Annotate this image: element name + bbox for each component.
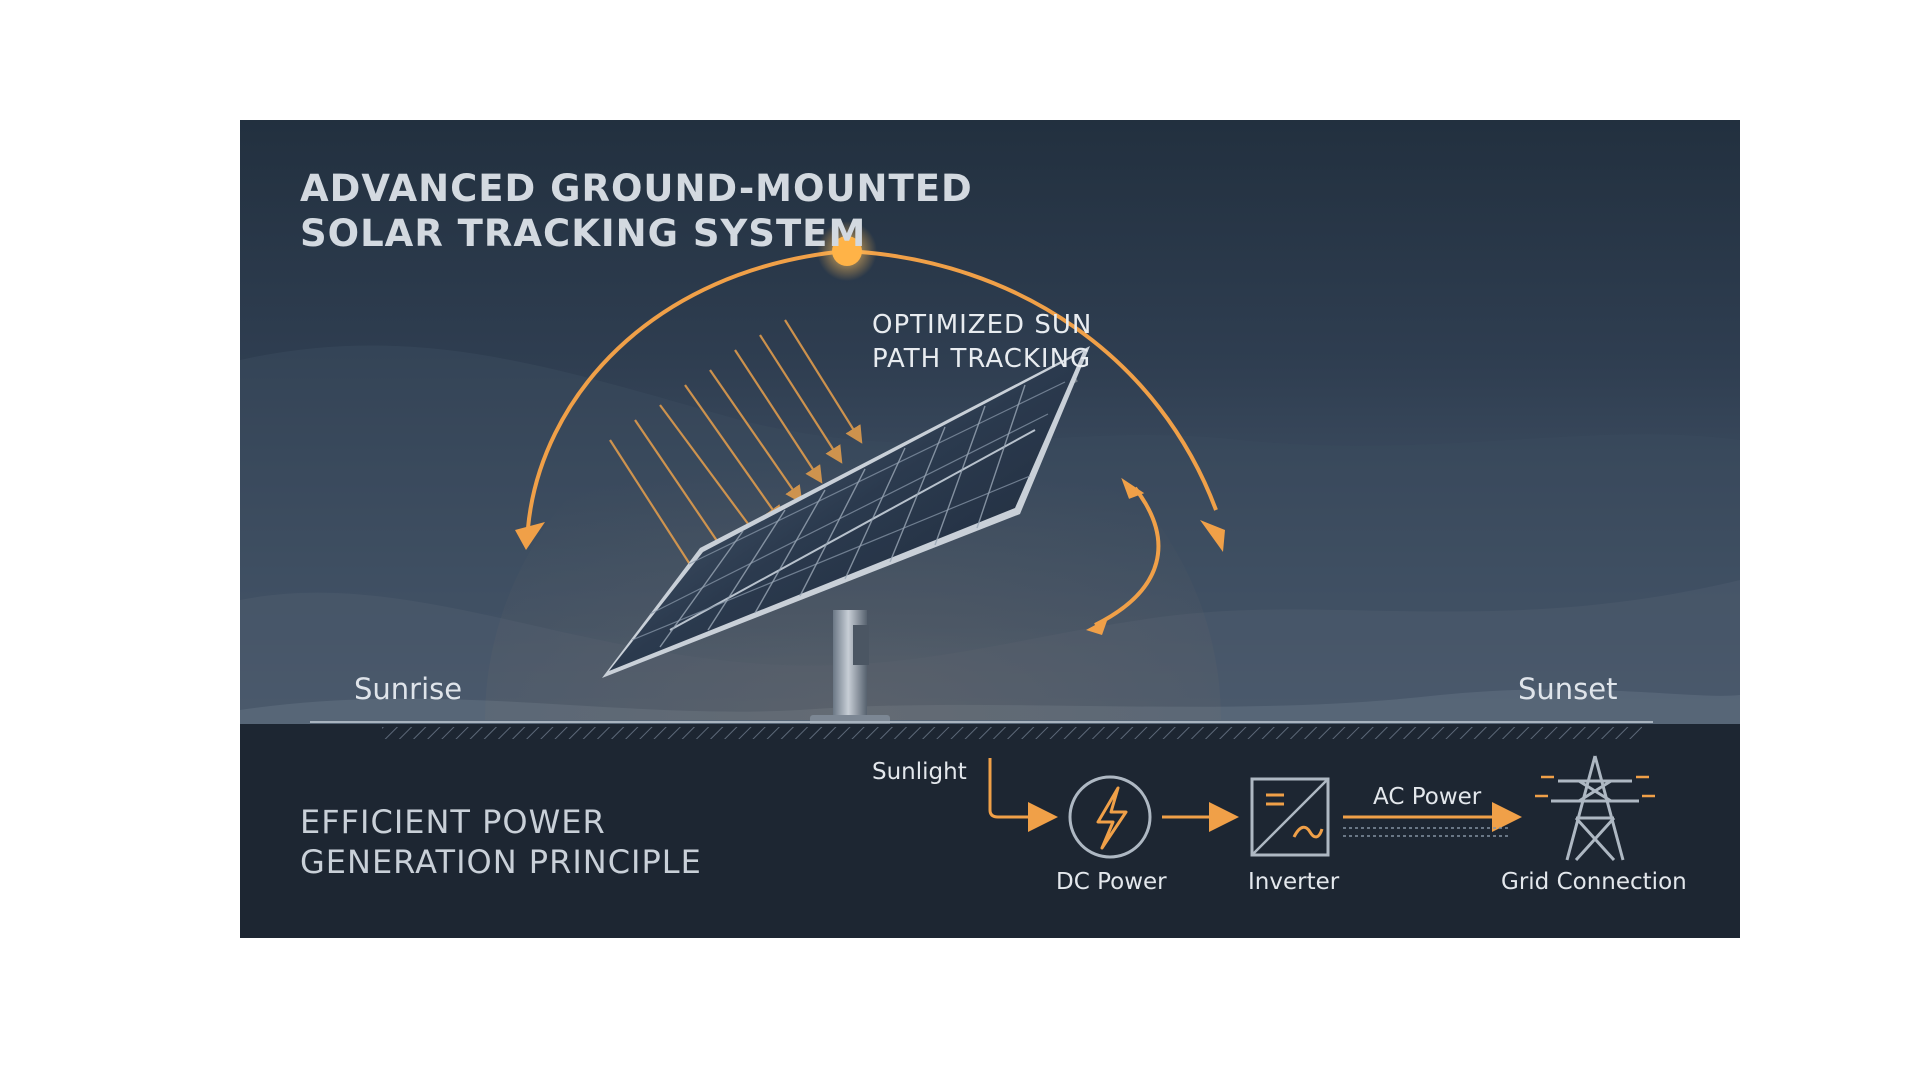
infographic-poster: ADVANCED GROUND-MOUNTED SOLAR TRACKING S… (240, 120, 1740, 938)
sunlight-label: Sunlight (872, 759, 967, 785)
sunset-label: Sunset (1518, 672, 1618, 706)
ac-power-label: AC Power (1373, 784, 1482, 810)
arc-left-arrowhead (515, 522, 545, 550)
tracking-scene (240, 221, 1740, 938)
ground-hatch (382, 727, 1642, 739)
grid-connection-label: Grid Connection (1501, 869, 1687, 895)
sun-path-label: OPTIMIZED SUN PATH TRACKING (872, 308, 1092, 376)
arc-right-arrowhead (1200, 520, 1225, 552)
title-line-2: SOLAR TRACKING SYSTEM (300, 212, 867, 255)
title-line-1: ADVANCED GROUND-MOUNTED (300, 167, 973, 210)
lightning-bolt-icon (1068, 775, 1152, 859)
sun-path-label-line-1: OPTIMIZED SUN (872, 310, 1093, 340)
ac-power-lines (1343, 802, 1522, 837)
dc-power-label: DC Power (1056, 869, 1167, 895)
sunlight-arrow (988, 758, 1058, 832)
page-title: ADVANCED GROUND-MOUNTED SOLAR TRACKING S… (300, 166, 973, 256)
principle-heading: EFFICIENT POWER GENERATION PRINCIPLE (300, 802, 702, 882)
transmission-tower-icon (1535, 755, 1655, 862)
principle-line-2: GENERATION PRINCIPLE (300, 843, 702, 881)
principle-line-1: EFFICIENT POWER (300, 803, 606, 841)
sun-path-label-line-2: PATH TRACKING (872, 344, 1092, 374)
inverter-icon (1250, 777, 1330, 857)
inverter-label: Inverter (1248, 869, 1340, 895)
solar-panel-array (602, 346, 1090, 678)
tilt-arc-arrow (1086, 477, 1161, 635)
sunrise-label: Sunrise (354, 672, 463, 706)
sunlight-rays (609, 319, 863, 584)
sun-icon (817, 221, 877, 281)
